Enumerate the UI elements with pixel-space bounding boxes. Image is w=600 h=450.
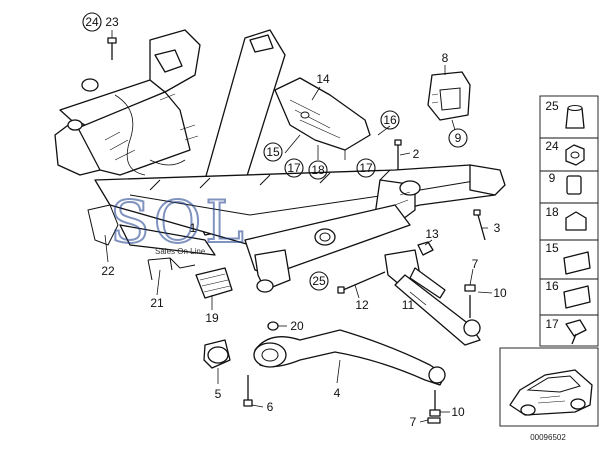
callout-12: 12	[355, 298, 369, 312]
callout-10b: 10	[451, 405, 465, 419]
bushing-5	[203, 339, 231, 369]
callout-25: 25	[312, 274, 326, 288]
side-label-18: 18	[545, 205, 559, 219]
car-thumbnail	[499, 347, 599, 427]
callout-17b: 17	[359, 161, 373, 175]
side-label-24: 24	[545, 139, 559, 153]
callout-16: 16	[383, 113, 397, 127]
nut-20	[267, 321, 279, 331]
side-label-15: 15	[545, 241, 559, 255]
callout-9: 9	[455, 131, 462, 145]
callout-17a: 17	[287, 161, 301, 175]
callout-13: 13	[425, 227, 439, 241]
callout-ring-25	[309, 271, 329, 291]
callout-18: 18	[311, 163, 325, 177]
callout-19: 19	[205, 311, 219, 325]
wishbone-11	[384, 249, 481, 346]
front-subframe	[54, 29, 506, 293]
watermark-tagline: Sales On Line	[155, 247, 206, 256]
side-label-9: 9	[549, 171, 556, 185]
callout-ring-16	[380, 110, 400, 130]
callout-7a: 7	[472, 257, 479, 271]
callout-ring-24	[82, 12, 102, 32]
callout-24: 24	[85, 15, 99, 29]
callout-ring-9	[448, 128, 468, 148]
side-icon-clip-15	[563, 251, 591, 275]
side-icon-clip-16	[563, 285, 591, 309]
bolts	[107, 37, 486, 424]
side-icon-nut-18	[565, 211, 587, 231]
callout-15: 15	[266, 145, 280, 159]
callout-23: 23	[105, 15, 119, 29]
mount-19	[195, 267, 233, 299]
heat-shield-14	[274, 77, 371, 151]
leader-lines	[104, 30, 493, 423]
callout-4: 4	[334, 386, 341, 400]
side-icon-screw-17	[565, 319, 587, 337]
side-panel: 25 24 9 18 15 16 17	[539, 95, 599, 347]
side-label-17: 17	[545, 317, 559, 331]
callout-1: 1	[190, 221, 197, 235]
callout-14: 14	[316, 72, 330, 86]
control-arm-4	[253, 329, 446, 386]
callout-3: 3	[494, 221, 501, 235]
callout-11: 11	[402, 298, 415, 312]
nut-13	[417, 241, 434, 256]
callout-ring-17b	[356, 158, 376, 178]
diagram-code: 00096502	[530, 433, 566, 442]
callout-ring-17a	[284, 158, 304, 178]
side-label-16: 16	[545, 279, 559, 293]
callout-ring-15	[263, 142, 283, 162]
watermark: SOL Sales On Line	[109, 187, 248, 257]
bracket-8	[427, 71, 471, 121]
callout-8: 8	[442, 51, 449, 65]
callout-5: 5	[215, 387, 222, 401]
side-label-25: 25	[545, 99, 559, 113]
side-icon-bolt-9	[566, 175, 582, 195]
callout-21: 21	[150, 296, 164, 310]
callouts: 24 23 14 8 9 16 15 17 18 17 2 13 3 22 21…	[82, 12, 507, 429]
callout-22: 22	[101, 264, 115, 278]
watermark-brand: SOL	[110, 188, 248, 256]
callout-ring-18	[308, 160, 328, 180]
bracket-21	[147, 257, 196, 281]
callout-7b: 7	[410, 415, 417, 429]
callout-20: 20	[290, 319, 304, 333]
callout-2: 2	[413, 147, 420, 161]
bracket-22	[87, 204, 119, 246]
callout-6: 6	[267, 400, 274, 414]
callout-10a: 10	[493, 286, 507, 300]
